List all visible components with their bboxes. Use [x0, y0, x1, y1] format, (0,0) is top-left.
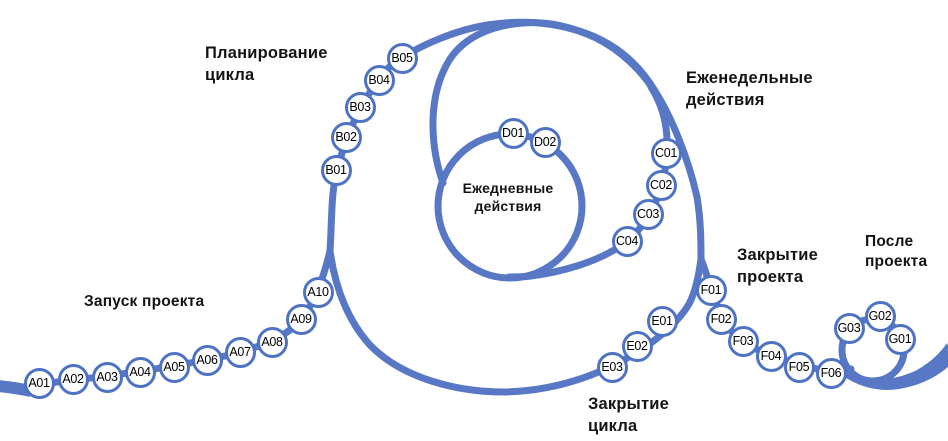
- node-label: B04: [368, 73, 390, 87]
- node-C02: C02: [645, 169, 677, 201]
- section-label-zakrytie-cikla: Закрытие цикла: [588, 395, 669, 435]
- node-label: A10: [307, 285, 329, 299]
- node-label: A06: [196, 353, 218, 367]
- node-F03: F03: [727, 325, 759, 357]
- node-A08: A08: [256, 326, 288, 358]
- node-label: C03: [636, 207, 660, 221]
- node-label: D02: [533, 135, 557, 149]
- node-E01: E01: [646, 305, 678, 337]
- node-label: F04: [760, 349, 782, 363]
- node-F05: F05: [783, 351, 815, 383]
- node-F02: F02: [705, 303, 737, 335]
- node-A06: A06: [191, 344, 223, 376]
- node-B01: B01: [320, 154, 352, 186]
- node-B05: B05: [386, 42, 418, 74]
- node-label: E02: [626, 339, 648, 353]
- node-A02: A02: [57, 363, 89, 395]
- node-B03: B03: [344, 91, 376, 123]
- node-F06: F06: [815, 357, 847, 389]
- node-label: A03: [96, 370, 118, 384]
- node-label: A05: [163, 360, 185, 374]
- node-E02: E02: [621, 330, 653, 362]
- node-label: G03: [837, 321, 861, 335]
- node-label: A08: [261, 335, 283, 349]
- node-label: B02: [335, 130, 357, 144]
- node-label: A09: [290, 312, 312, 326]
- node-E03: E03: [596, 351, 628, 383]
- node-F01: F01: [695, 274, 727, 306]
- node-A05: A05: [158, 351, 190, 383]
- node-A10: A10: [302, 276, 334, 308]
- section-label-ezhenedelnye-dejstviya: Еженедельные действия: [686, 69, 813, 109]
- node-G02: G02: [864, 300, 896, 332]
- node-B04: B04: [363, 64, 395, 96]
- node-label: C04: [615, 234, 639, 248]
- node-label: D01: [501, 126, 525, 140]
- node-label: G01: [888, 332, 912, 346]
- node-label: A02: [62, 372, 84, 386]
- node-A09: A09: [285, 303, 317, 335]
- node-A04: A04: [124, 356, 156, 388]
- end-tail-swoosh: [841, 343, 948, 390]
- path-daily-exit-arc: [429, 19, 660, 187]
- node-label: F06: [820, 366, 842, 380]
- section-label-zapusk-proekta: Запуск проекта: [84, 293, 205, 310]
- section-label-ezhednevnye-dejstviya: Ежедневные действия: [462, 180, 554, 215]
- node-B02: B02: [330, 121, 362, 153]
- node-A07: A07: [224, 336, 256, 368]
- node-label: C02: [649, 178, 673, 192]
- node-label: A04: [129, 365, 151, 379]
- section-label-posle-proekta: После проекта: [865, 233, 928, 271]
- path-cycle-bottom: [326, 247, 705, 396]
- node-label: B03: [349, 100, 371, 114]
- node-G03: G03: [833, 312, 865, 344]
- node-label: B05: [391, 51, 413, 65]
- node-label: G02: [868, 309, 892, 323]
- node-F04: F04: [755, 340, 787, 372]
- node-label: E01: [651, 314, 673, 328]
- node-A01: A01: [23, 367, 55, 399]
- node-label: B01: [325, 163, 347, 177]
- node-D02: D02: [529, 126, 561, 158]
- node-label: F03: [732, 334, 754, 348]
- node-label: E03: [601, 360, 623, 374]
- section-label-zakrytie-proekta: Закрытие проекта: [737, 246, 818, 286]
- node-label: C01: [654, 146, 678, 160]
- node-D01: D01: [497, 117, 529, 149]
- node-C04: C04: [611, 225, 643, 257]
- node-A03: A03: [91, 361, 123, 393]
- node-label: F01: [700, 283, 722, 297]
- node-label: F02: [710, 312, 732, 326]
- section-label-planirovanie-cikla: Планирование цикла: [205, 44, 328, 84]
- node-label: A01: [28, 376, 50, 390]
- node-C03: C03: [632, 198, 664, 230]
- node-label: F05: [788, 360, 810, 374]
- node-C01: C01: [650, 137, 682, 169]
- node-label: A07: [229, 345, 251, 359]
